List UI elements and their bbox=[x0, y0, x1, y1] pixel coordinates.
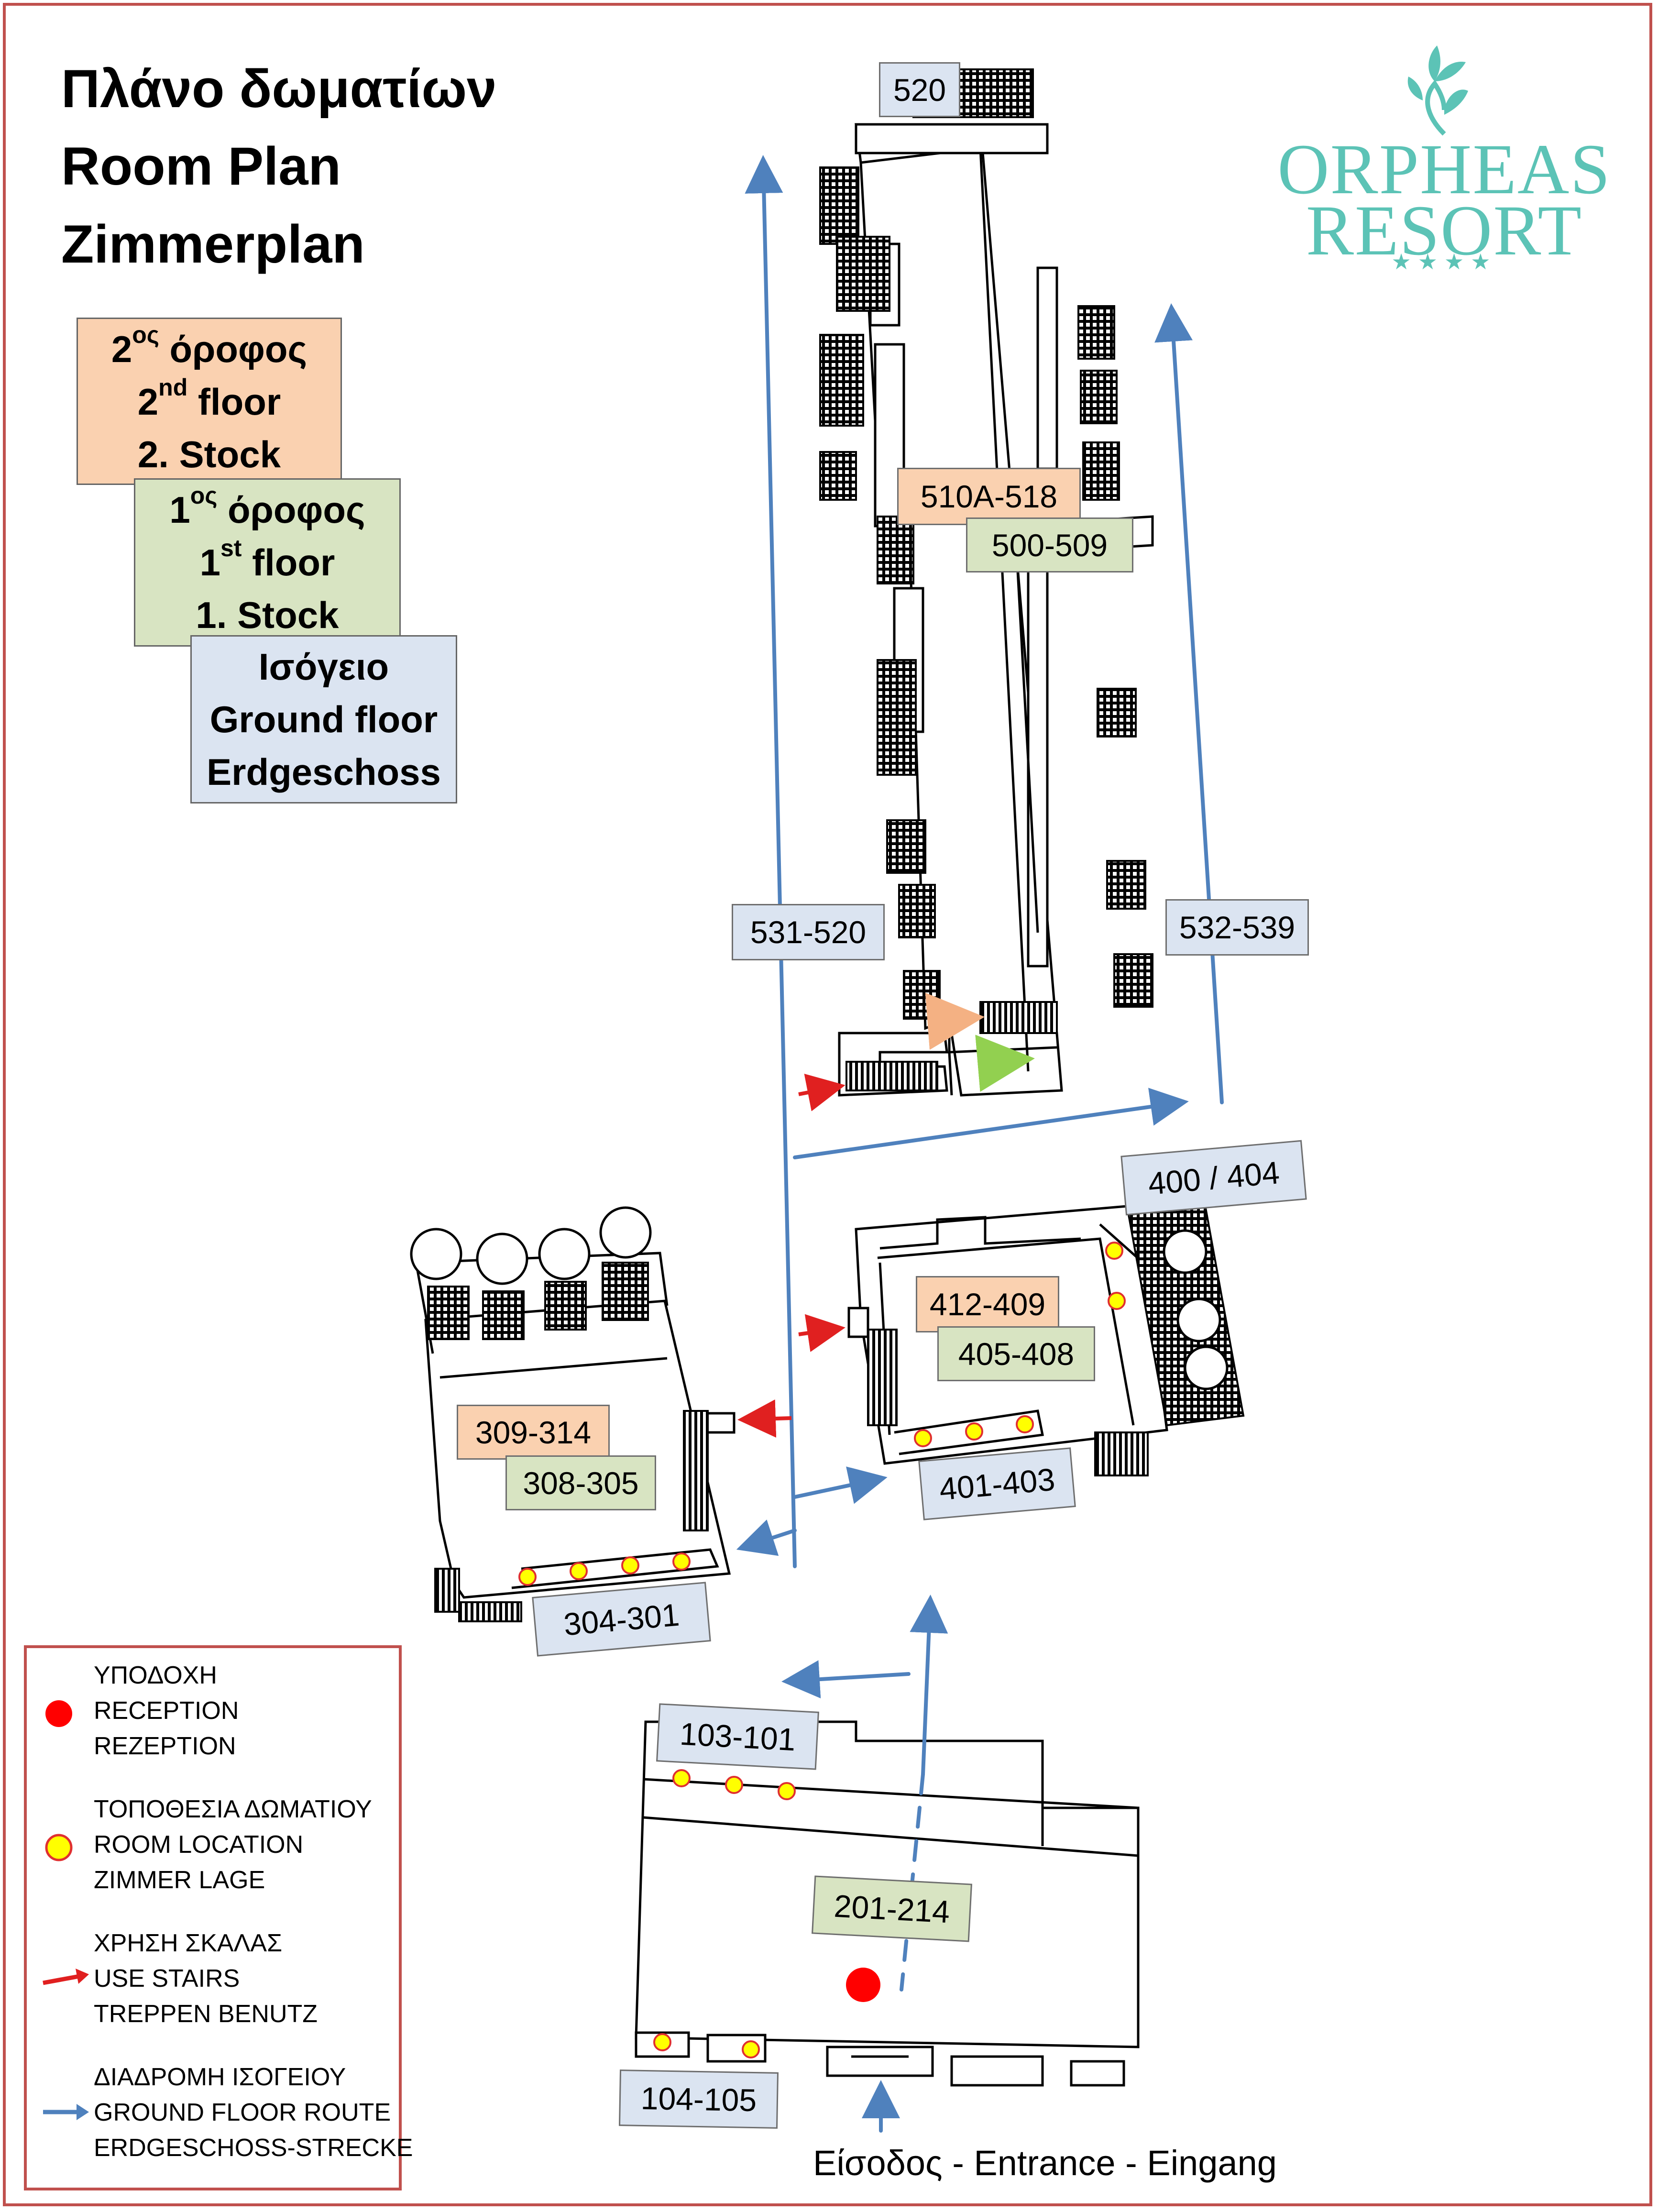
building-300-balconies bbox=[427, 1262, 709, 1622]
logo-stars: ★★★★ bbox=[1391, 249, 1497, 274]
lotus-flower-icon bbox=[1407, 45, 1468, 136]
entrance-label: Είσοδος - Entrance - Eingang bbox=[813, 2143, 1277, 2183]
logo-wordmark: ORPHEAS RESORT bbox=[1277, 130, 1611, 270]
building-500-balconies bbox=[819, 68, 1153, 1091]
red-arrow-icon bbox=[43, 1969, 89, 1985]
label-rooms-532-539: 532-539 bbox=[1165, 899, 1309, 956]
title-english: Room Plan bbox=[61, 136, 341, 196]
page-border bbox=[3, 3, 1652, 2206]
blue-arrow-icon bbox=[43, 2104, 89, 2120]
floor-key-first: 1ος όροφος 1st floor 1. Stock bbox=[134, 478, 401, 647]
label-room-520: 520 bbox=[879, 62, 960, 117]
title-german: Zimmerplan bbox=[61, 214, 365, 274]
floor-arrows bbox=[925, 992, 1035, 1092]
ground-floor-routes bbox=[736, 155, 1224, 2133]
label-rooms-201-214: 201-214 bbox=[812, 1875, 972, 1942]
title-greek: Πλάνο δωματίων bbox=[61, 59, 497, 119]
building-300-round-features bbox=[410, 1206, 652, 1285]
stairs-arrows bbox=[737, 1073, 845, 1438]
label-rooms-510a-518: 510A-518 bbox=[897, 468, 1081, 525]
label-rooms-309-314: 309-314 bbox=[457, 1405, 610, 1460]
reception-dot-icon bbox=[45, 1700, 72, 1727]
resort-logo: ORPHEAS RESORT ★★★★ bbox=[1272, 38, 1616, 287]
label-rooms-405-408: 405-408 bbox=[937, 1326, 1095, 1381]
room-location-dot-icon bbox=[45, 1834, 73, 1861]
label-rooms-500-509: 500-509 bbox=[966, 517, 1133, 572]
label-rooms-104-105: 104-105 bbox=[618, 2069, 779, 2129]
floor-key-ground: Ισόγειο Ground floor Erdgeschoss bbox=[190, 635, 457, 803]
label-rooms-412-409: 412-409 bbox=[916, 1276, 1059, 1332]
room-location-dots bbox=[518, 1242, 1126, 2058]
label-rooms-531-520: 531-520 bbox=[732, 904, 885, 960]
reception-marker bbox=[846, 1968, 880, 2002]
label-rooms-103-101: 103-101 bbox=[656, 1703, 819, 1770]
building-400-round-features bbox=[1163, 1229, 1229, 1390]
label-rooms-308-305: 308-305 bbox=[505, 1455, 656, 1510]
floor-key-second: 2ος όροφος 2nd floor 2. Stock bbox=[77, 318, 342, 485]
map-legend: ΥΠΟΔΟΧΗ RECEPTION REZEPTION ΤΟΠΟΘΕΣΙΑ ΔΩ… bbox=[24, 1645, 413, 2190]
